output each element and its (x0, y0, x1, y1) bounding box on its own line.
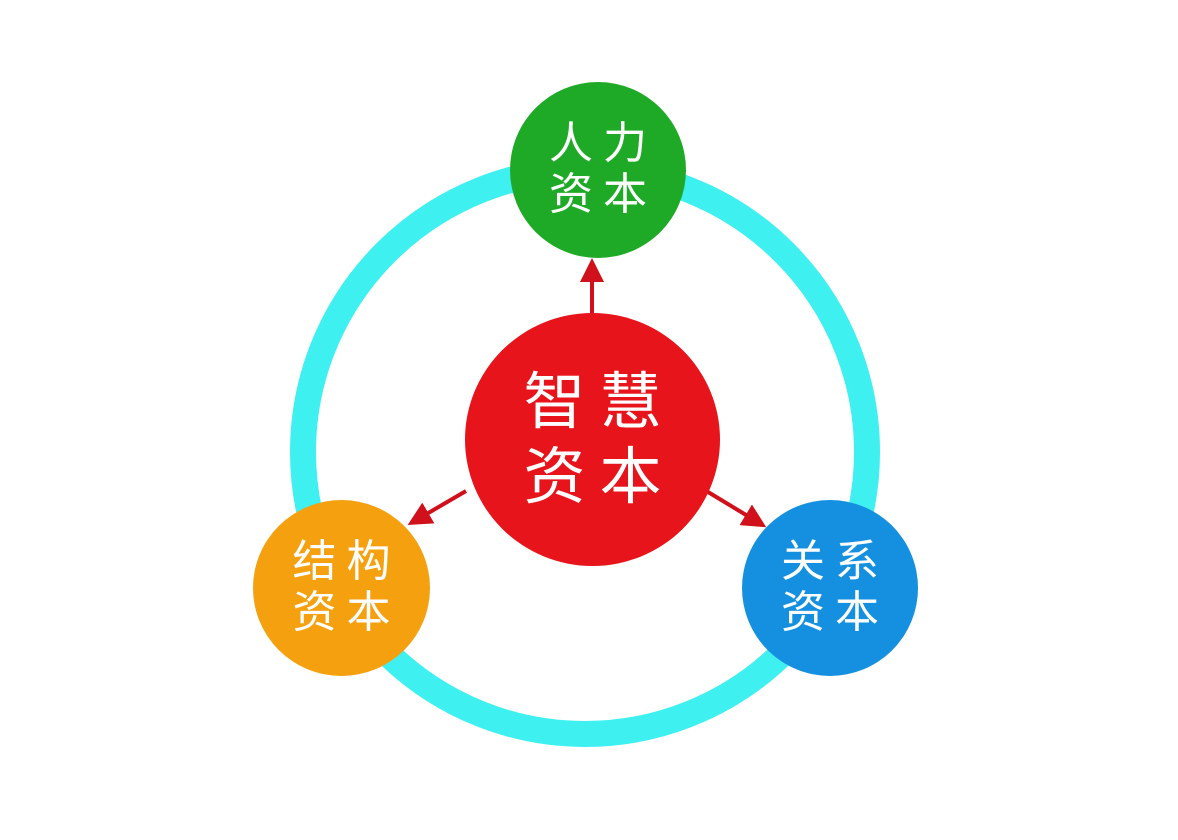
node-label-line2: 资本 (549, 169, 657, 220)
node-label-line1: 结构 (292, 536, 401, 588)
node-label-line1: 关系 (781, 536, 889, 588)
node-label-line1: 人力 (549, 118, 657, 170)
node-relational-capital: 关系 资本 (742, 500, 918, 676)
node-human-capital: 人力 资本 (510, 82, 686, 258)
node-label-line2: 资本 (292, 587, 401, 638)
arrow-to-structural-capital (407, 489, 468, 526)
arrow-to-relational-capital (706, 490, 767, 528)
center-label-line2: 资本 (523, 439, 676, 513)
node-intellectual-capital-center: 智慧 资本 (465, 313, 720, 566)
node-structural-capital: 结构 资本 (253, 500, 430, 676)
center-label-line1: 智慧 (523, 365, 676, 439)
node-label-line2: 资本 (781, 587, 889, 638)
